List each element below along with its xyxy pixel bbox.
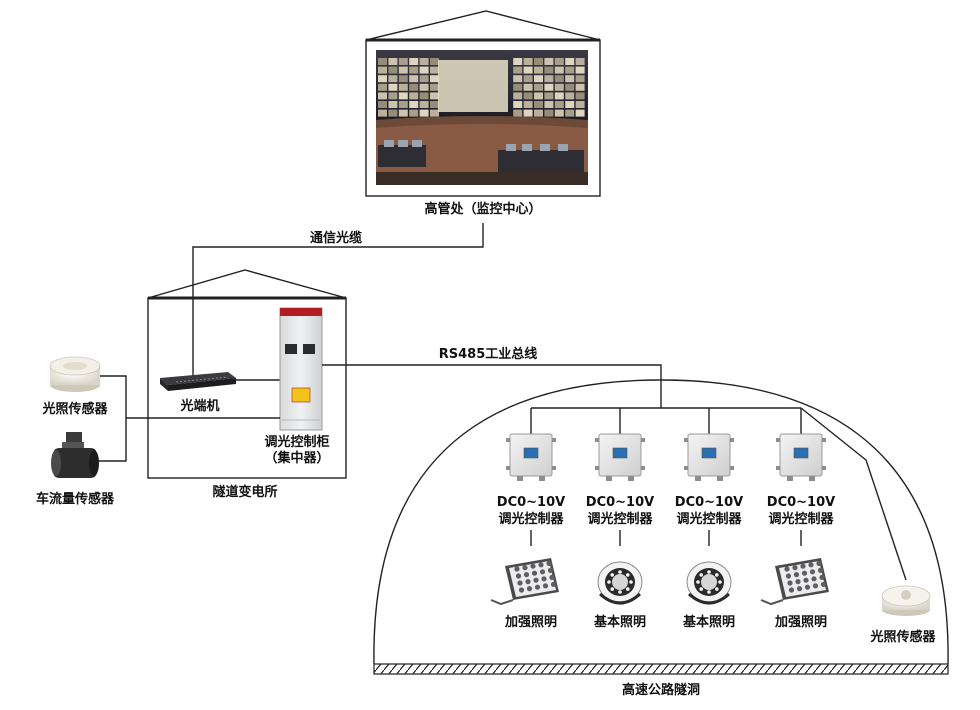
light-label: 基本照明 — [682, 614, 735, 630]
video-wall-icon — [378, 58, 585, 117]
controller-name-label: 调光控制器 — [498, 511, 564, 527]
controller-voltage-label: DC0~10V — [675, 495, 743, 510]
substation-roof — [147, 269, 347, 299]
bus-to-tunnel-light-sensor — [800, 407, 907, 581]
controller-name-label: 调光控制器 — [768, 511, 834, 527]
rs485-bus-trunk — [322, 364, 662, 408]
substation-building: 隧道变电所 — [147, 269, 347, 500]
downlight-icon — [597, 561, 643, 605]
light-label: 基本照明 — [593, 614, 646, 630]
dimming-cabinet-label-line2: （集中器） — [264, 450, 329, 466]
light-label: 加强照明 — [774, 615, 827, 630]
dimming-controller-icon — [776, 433, 826, 481]
control-center-label: 高管处（监控中心） — [424, 201, 541, 217]
tunnel-light-sensor-icon — [881, 585, 931, 616]
floodlight-icon — [760, 558, 829, 606]
highway-tunnel: 高速公路隧洞 — [373, 379, 949, 698]
monitoring-room-photo — [376, 50, 588, 185]
dimming-cabinet-icon — [279, 307, 323, 431]
dimming-controller-icon — [595, 433, 645, 481]
light-sensor-icon — [49, 356, 101, 392]
dimming-controller-icon — [506, 433, 556, 481]
dimming-controller-icon — [684, 433, 734, 481]
traffic-flow-sensor-icon — [51, 432, 99, 478]
control-center-building: 高管处（监控中心） — [365, 10, 601, 217]
optical-terminal-icon — [160, 372, 236, 391]
controller-voltage-label: DC0~10V — [767, 495, 835, 510]
downlight-icon — [686, 561, 732, 605]
controller-name-label: 调光控制器 — [676, 511, 742, 527]
controller-voltage-label: DC0~10V — [497, 495, 565, 510]
light-label: 加强照明 — [504, 615, 557, 630]
external-light-sensor-label: 光照传感器 — [41, 401, 108, 417]
substation-label: 隧道变电所 — [212, 484, 277, 500]
controller-group: DC0~10V调光控制器DC0~10V调光控制器DC0~10V调光控制器DC0~… — [497, 433, 835, 546]
fiber-optic-cable — [192, 223, 484, 378]
traffic-flow-sensor-label: 车流量传感器 — [36, 491, 115, 507]
controller-name-label: 调光控制器 — [587, 511, 653, 527]
tunnel-arch — [373, 379, 949, 665]
sensor-wiring — [96, 375, 127, 462]
tunnel-floor — [373, 663, 949, 675]
control-center-roof — [365, 10, 601, 41]
tunnel-light-sensor-label: 光照传感器 — [869, 629, 936, 645]
floodlight-icon — [490, 558, 559, 606]
light-group: 加强照明 基本照明 基本照明 加强照明 — [490, 558, 829, 630]
rs485-bus-label: RS485工业总线 — [439, 346, 538, 362]
controller-voltage-label: DC0~10V — [586, 495, 654, 510]
optical-terminal-label: 光端机 — [179, 398, 219, 414]
dimming-cabinet-label-line1: 调光控制柜 — [264, 434, 329, 450]
fiber-cable-label: 通信光缆 — [310, 230, 362, 246]
tunnel-label: 高速公路隧洞 — [622, 682, 700, 698]
